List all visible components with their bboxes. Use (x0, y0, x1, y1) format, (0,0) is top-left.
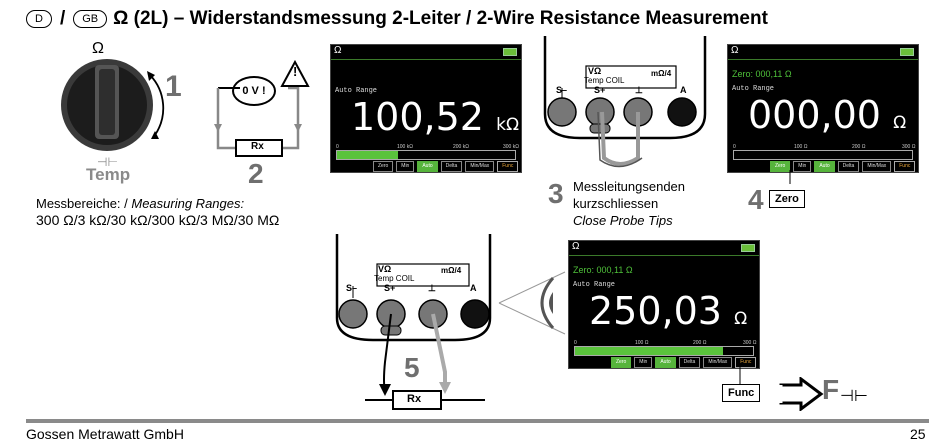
dial-temp-label: Temp (86, 165, 131, 184)
auto-range-label: Auto Range (573, 281, 616, 289)
mode-label: Ω (572, 241, 580, 252)
delta-softkey[interactable]: Delta (440, 161, 463, 172)
mohm-label: mΩ/4 (651, 69, 672, 78)
range-bar (574, 346, 754, 356)
auto-softkey[interactable]: Auto (655, 357, 676, 368)
range-bar-fill (575, 347, 723, 355)
reading-value: 100,52 kΩ (351, 95, 520, 139)
resistor-label: Rx (251, 141, 264, 152)
mode-label: Ω (731, 45, 739, 56)
zero-volt-label: 0 V ! (232, 76, 276, 106)
terminal-s-plus-label: S+ (594, 85, 606, 95)
range-bar-fill (337, 151, 398, 159)
vohm-label: VΩ (378, 264, 392, 274)
terminal-ground-label: ⊥ (635, 85, 643, 95)
softkey-row: Zero Min Auto Delta Min/Max Func (611, 357, 757, 368)
step-3-caption: Messleitungsenden kurzschliessen Close P… (573, 179, 686, 228)
auto-range-label: Auto Range (335, 87, 378, 95)
softkey-row: Zero Min Auto Delta Min/Max Func (373, 161, 519, 172)
temp-coil-label: Temp COIL (584, 76, 625, 85)
terminal-s-minus-label: S– (556, 85, 568, 95)
terminals-diagram-bottom (335, 234, 492, 410)
mode-label: Ω (334, 45, 342, 56)
dial-temp-symbol: ⊣⊢ (97, 155, 118, 169)
zero-offset-label: Zero: 000,11 Ω (573, 265, 633, 275)
pointer-line (789, 170, 791, 184)
zero-softkey[interactable]: Zero (373, 161, 394, 172)
page-header: D / GB Ω (2L) – Widerstandsmessung 2-Lei… (26, 6, 768, 32)
func-key-button[interactable]: Func (722, 384, 761, 402)
delta-softkey[interactable]: Delta (837, 161, 860, 172)
terminal-ground-label: ⊥ (428, 283, 436, 293)
zero-softkey[interactable]: Zero (611, 357, 632, 368)
display-screen-1: Ω Auto Range 100,52 kΩ 0 100 kΩ 200 kΩ 3… (330, 44, 522, 173)
range-bar (336, 150, 516, 160)
warning-triangle-icon: ! (293, 64, 298, 79)
resistor-label: Rx (407, 393, 422, 405)
terminal-a-label: A (680, 85, 687, 95)
footer-company: Gossen Metrawatt GmbH (26, 426, 184, 442)
display-screen-2: Ω Zero: 000,11 Ω Auto Range 000,00 Ω 0 1… (727, 44, 919, 173)
minmax-softkey[interactable]: Min/Max (862, 161, 892, 172)
pointer-line (739, 366, 741, 384)
softkey-row: Zero Min Auto Delta Min/Max Func (770, 161, 916, 172)
temp-coil-label: Temp COIL (374, 274, 415, 283)
range-bar (733, 150, 913, 160)
eye-icon (498, 271, 566, 335)
ranges-values: 300 Ω/3 kΩ/30 kΩ/300 kΩ/3 MΩ/30 MΩ (36, 212, 280, 228)
battery-icon (503, 48, 517, 56)
terminal-s-minus-label: S– (346, 283, 358, 293)
lang-badge-de: D (26, 10, 52, 28)
footer-rule (26, 419, 929, 423)
page-number: 25 (910, 426, 926, 442)
zero-key-button[interactable]: Zero (769, 190, 805, 208)
delta-softkey[interactable]: Delta (678, 357, 701, 368)
minmax-softkey[interactable]: Min/Max (465, 161, 495, 172)
min-softkey[interactable]: Min (793, 161, 812, 172)
step-4-number: 4 (748, 184, 764, 215)
rotary-dial-icon (61, 59, 165, 151)
func-softkey[interactable]: Func (735, 357, 757, 368)
mohm-label: mΩ/4 (441, 266, 462, 275)
terminal-s-plus-label: S+ (384, 283, 396, 293)
min-softkey[interactable]: Min (396, 161, 415, 172)
lang-badge-gb: GB (73, 10, 108, 28)
terminal-a-label: A (470, 283, 477, 293)
step-5-number: 5 (404, 352, 420, 383)
step-1-number: 1 (165, 70, 182, 103)
zero-offset-label: Zero: 000,11 Ω (732, 69, 792, 79)
terminals-diagram-top (543, 36, 707, 168)
zero-softkey[interactable]: Zero (770, 161, 791, 172)
dial-omega-label: Ω (92, 40, 104, 57)
arrow-right-icon (779, 377, 824, 411)
min-softkey[interactable]: Min (634, 357, 653, 368)
ranges-heading: Messbereiche: / Measuring Ranges: (36, 196, 245, 211)
auto-softkey[interactable]: Auto (814, 161, 835, 172)
page-title: Ω (2L) – Widerstandsmessung 2-Leiter / 2… (113, 8, 768, 29)
display-screen-3: Ω Zero: 000,11 Ω Auto Range 250,03 Ω 0 1… (568, 240, 760, 369)
zero-volt-diagram (214, 60, 310, 157)
step-2-number: 2 (248, 158, 264, 189)
battery-icon (741, 244, 755, 252)
func-result-letter: F (822, 374, 840, 405)
minmax-softkey[interactable]: Min/Max (703, 357, 733, 368)
func-softkey[interactable]: Func (497, 161, 519, 172)
step-3-number: 3 (548, 178, 564, 209)
battery-icon (900, 48, 914, 56)
func-softkey[interactable]: Func (894, 161, 916, 172)
capacitor-symbol: ⊣⊢ (840, 388, 868, 405)
auto-range-label: Auto Range (732, 85, 775, 93)
auto-softkey[interactable]: Auto (417, 161, 438, 172)
reading-value: 250,03 Ω (589, 289, 748, 333)
vohm-label: VΩ (588, 66, 602, 76)
lang-separator: / (59, 8, 66, 29)
reading-value: 000,00 Ω (748, 93, 907, 137)
